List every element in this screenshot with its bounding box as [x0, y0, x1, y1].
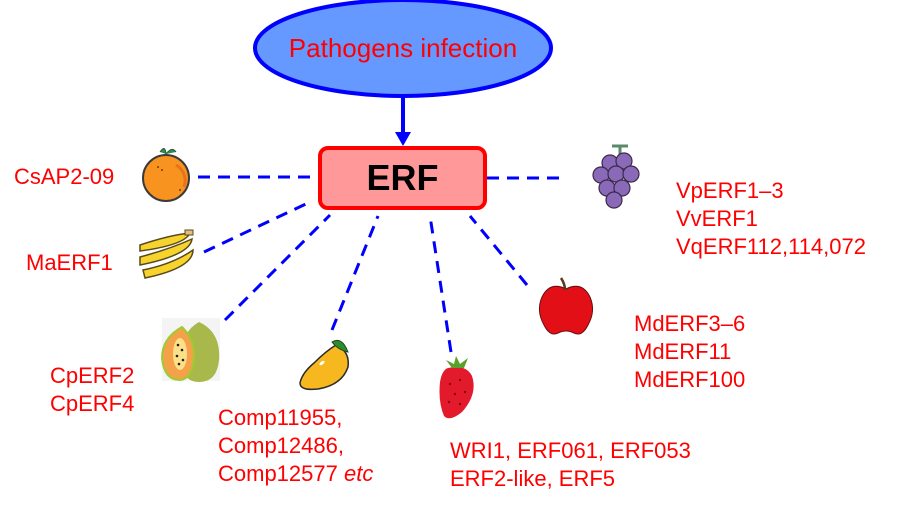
pathogens-infection-node — [253, 0, 553, 98]
connector-apple — [468, 215, 529, 286]
erf-label: ERF — [366, 157, 439, 198]
arrow-head-icon — [395, 132, 411, 146]
gene-label: VpERF1–3 — [676, 178, 784, 203]
gene-label: VqERF112,114,072 — [676, 234, 866, 259]
connector-papaya — [223, 213, 332, 322]
gene-label: MdERF3–6 — [634, 311, 746, 336]
grape-icon — [592, 144, 640, 209]
strawberry-icon — [439, 356, 474, 419]
mango-icon — [299, 339, 349, 391]
papaya-gene-list: CpERF2 CpERF4 — [50, 362, 134, 418]
connector-strawberry — [428, 215, 453, 353]
apple-icon — [538, 277, 594, 335]
banana-gene-list: MaERF1 — [26, 249, 113, 277]
banana-icon — [139, 229, 194, 279]
connector-banana — [203, 200, 311, 254]
gene-label: WRI1, ERF061, ERF053 — [450, 438, 691, 463]
gene-label: MdERF11 — [634, 339, 732, 364]
gene-label: Comp11955, — [218, 405, 343, 430]
pathogens-infection-label: Pathogens infection — [288, 33, 518, 63]
gene-text: Comp12577 — [218, 461, 338, 486]
gene-label: Comp12486, — [218, 433, 344, 458]
gene-label: CsAP2-09 — [14, 164, 115, 189]
erf-node — [318, 146, 487, 210]
connectors — [198, 175, 564, 353]
connector-mango — [330, 215, 380, 331]
gene-label: CpERF2 — [50, 363, 135, 388]
gene-label: ERF2-like, ERF5 — [450, 466, 616, 491]
gene-label: MdERF100 — [634, 367, 746, 392]
etc-suffix: etc — [344, 461, 374, 486]
grape-gene-list: VpERF1–3 VvERF1 VqERF112,114,072 — [676, 177, 866, 261]
papaya-icon — [160, 318, 220, 382]
gene-label: VvERF1 — [676, 206, 758, 231]
apple-gene-list: MdERF3–6 MdERF11 MdERF100 — [634, 310, 745, 394]
gene-label: CpERF4 — [50, 391, 135, 416]
strawberry-gene-list: WRI1, ERF061, ERF053 ERF2-like, ERF5 — [450, 437, 691, 493]
orange-icon — [142, 148, 190, 202]
gene-label: MaERF1 — [26, 250, 113, 275]
orange-gene-list: CsAP2-09 — [14, 163, 114, 191]
gene-label: Comp12577 etc — [218, 460, 373, 488]
mango-gene-list: Comp11955, Comp12486, Comp12577 etc — [218, 404, 373, 488]
